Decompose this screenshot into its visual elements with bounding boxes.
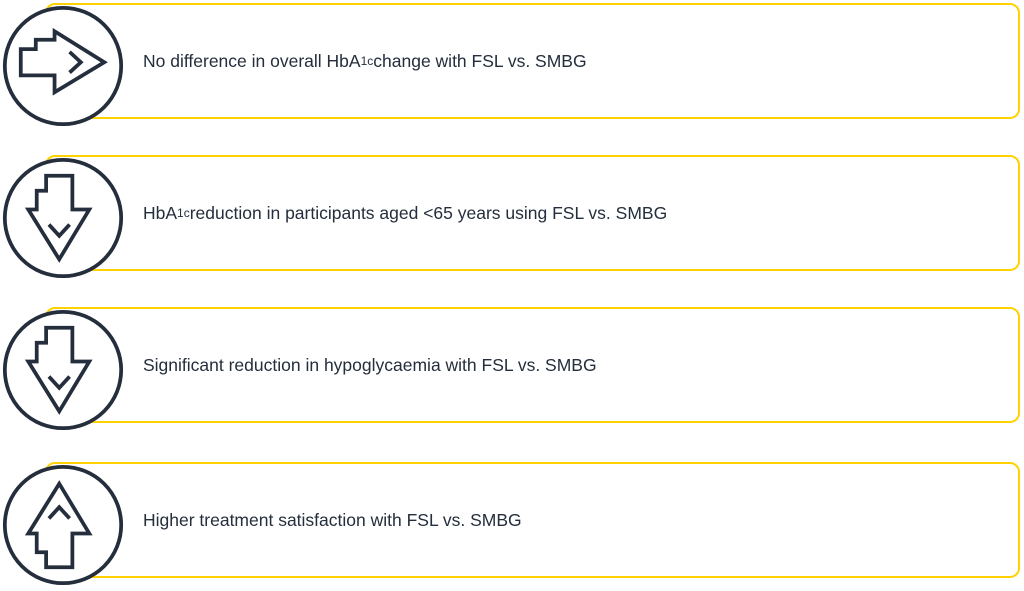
arrow-down-icon-svg <box>2 157 124 279</box>
outcome-box <box>45 462 1020 578</box>
outcome-text: Significant reduction in hypoglycaemia w… <box>143 307 597 423</box>
outcome-text-pre: No difference in overall HbA <box>143 50 361 71</box>
arrow-down-icon-svg <box>2 309 124 431</box>
outcome-text: Higher treatment satisfaction with FSL v… <box>143 462 522 578</box>
outcome-row-4: Higher treatment satisfaction with FSL v… <box>0 462 1024 588</box>
outcome-box <box>45 155 1020 271</box>
outcome-box <box>45 3 1020 119</box>
arrow-up-icon <box>2 464 124 586</box>
outcome-text-pre: HbA <box>143 202 178 223</box>
arrow-right-icon-svg <box>2 5 124 127</box>
arrow-down-icon <box>2 309 124 431</box>
outcome-box <box>45 307 1020 423</box>
outcome-text-post: change with FSL vs. SMBG <box>373 50 587 71</box>
outcome-text-post: reduction in participants aged <65 years… <box>189 202 668 223</box>
outcome-row-3: Significant reduction in hypoglycaemia w… <box>0 307 1024 433</box>
outcome-text-pre: Significant reduction in hypoglycaemia w… <box>143 354 597 375</box>
arrow-down-icon <box>2 157 124 279</box>
arrow-right-icon <box>2 5 124 127</box>
arrow-up-icon-svg <box>2 464 124 586</box>
outcome-text-pre: Higher treatment satisfaction with FSL v… <box>143 509 522 530</box>
